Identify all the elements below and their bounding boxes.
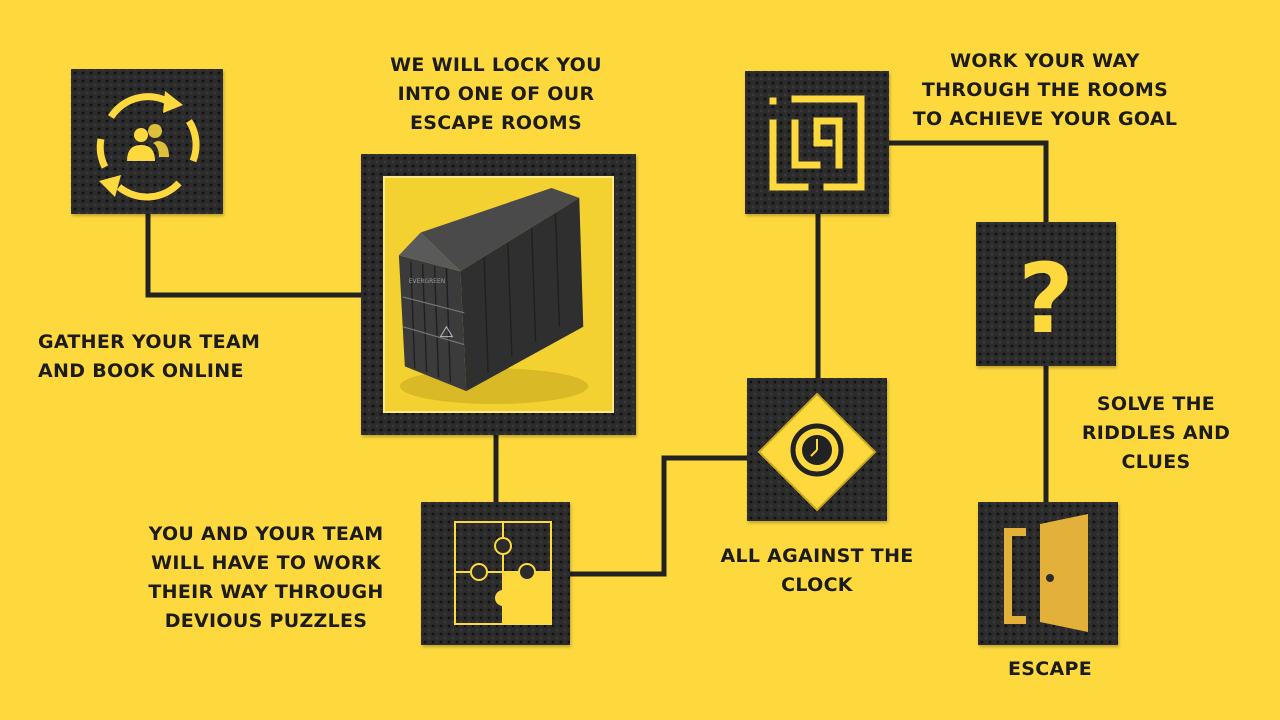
maze-box <box>745 71 889 214</box>
question-glyph: ? <box>1018 243 1074 355</box>
gather-team-label: GATHER YOUR TEAM AND BOOK ONLINE <box>38 331 261 382</box>
escape-room-photo-box: EVERGREEN <box>361 154 636 435</box>
connector-rooms-to-riddles <box>889 140 1049 223</box>
connector-gather-to-lock <box>145 214 364 298</box>
connector-puzzles-to-clock <box>570 455 748 577</box>
rooms-label: WORK YOUR WAY THROUGH THE ROOMS TO ACHIE… <box>912 50 1178 130</box>
shipping-container-image: EVERGREEN <box>398 187 589 405</box>
clock-box <box>747 378 887 521</box>
gather-team-box <box>71 69 223 214</box>
team-cycle-icon <box>96 91 200 201</box>
clock-warning-icon <box>757 392 877 512</box>
container-marking: EVERGREEN <box>409 278 445 285</box>
photo-frame: EVERGREEN <box>383 176 614 413</box>
maze-icon <box>769 95 865 191</box>
lock-in-label: WE WILL LOCK YOU INTO ONE OF OUR ESCAPE … <box>390 54 602 134</box>
puzzle-icon <box>454 521 552 625</box>
puzzles-label: YOU AND YOUR TEAM WILL HAVE TO WORK THEI… <box>148 523 384 632</box>
clock-label: ALL AGAINST THE CLOCK <box>720 545 914 596</box>
door-icon <box>1004 514 1088 632</box>
question-mark-icon: ? <box>1018 243 1074 355</box>
escape-label: ESCAPE <box>1007 658 1093 680</box>
riddles-label: SOLVE THE RIDDLES AND CLUES <box>1081 393 1231 473</box>
puzzles-box <box>421 502 570 645</box>
escape-box <box>978 502 1118 645</box>
riddles-box: ? <box>976 222 1116 366</box>
